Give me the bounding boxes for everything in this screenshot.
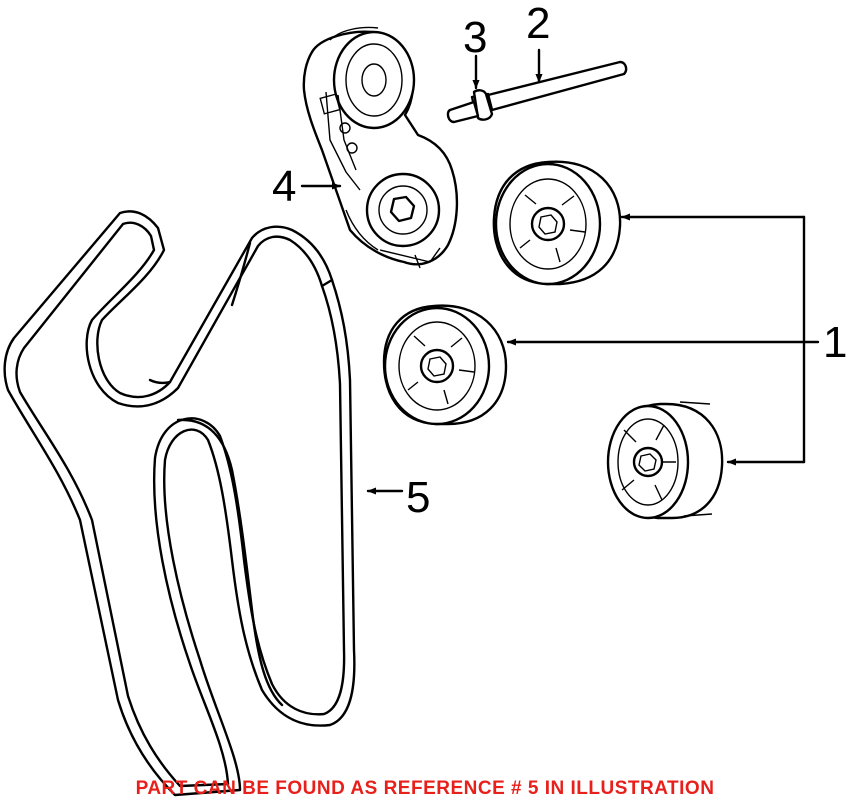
serpentine-belt <box>3 210 356 797</box>
idler-pulley-lower <box>606 401 724 520</box>
reference-note: PART CAN BE FOUND AS REFERENCE # 5 IN IL… <box>135 778 715 799</box>
callout-2: 2 <box>526 0 550 48</box>
belt-tensioner <box>302 26 459 269</box>
callout-5: 5 <box>406 473 430 522</box>
idler-pulley-middle <box>382 304 508 426</box>
callout-4: 4 <box>272 162 296 211</box>
leader-lines <box>300 48 820 495</box>
callout-1: 1 <box>823 318 847 367</box>
idler-pulley-upper <box>492 160 622 286</box>
bolt-and-nut <box>446 60 628 124</box>
callout-3: 3 <box>463 13 487 62</box>
